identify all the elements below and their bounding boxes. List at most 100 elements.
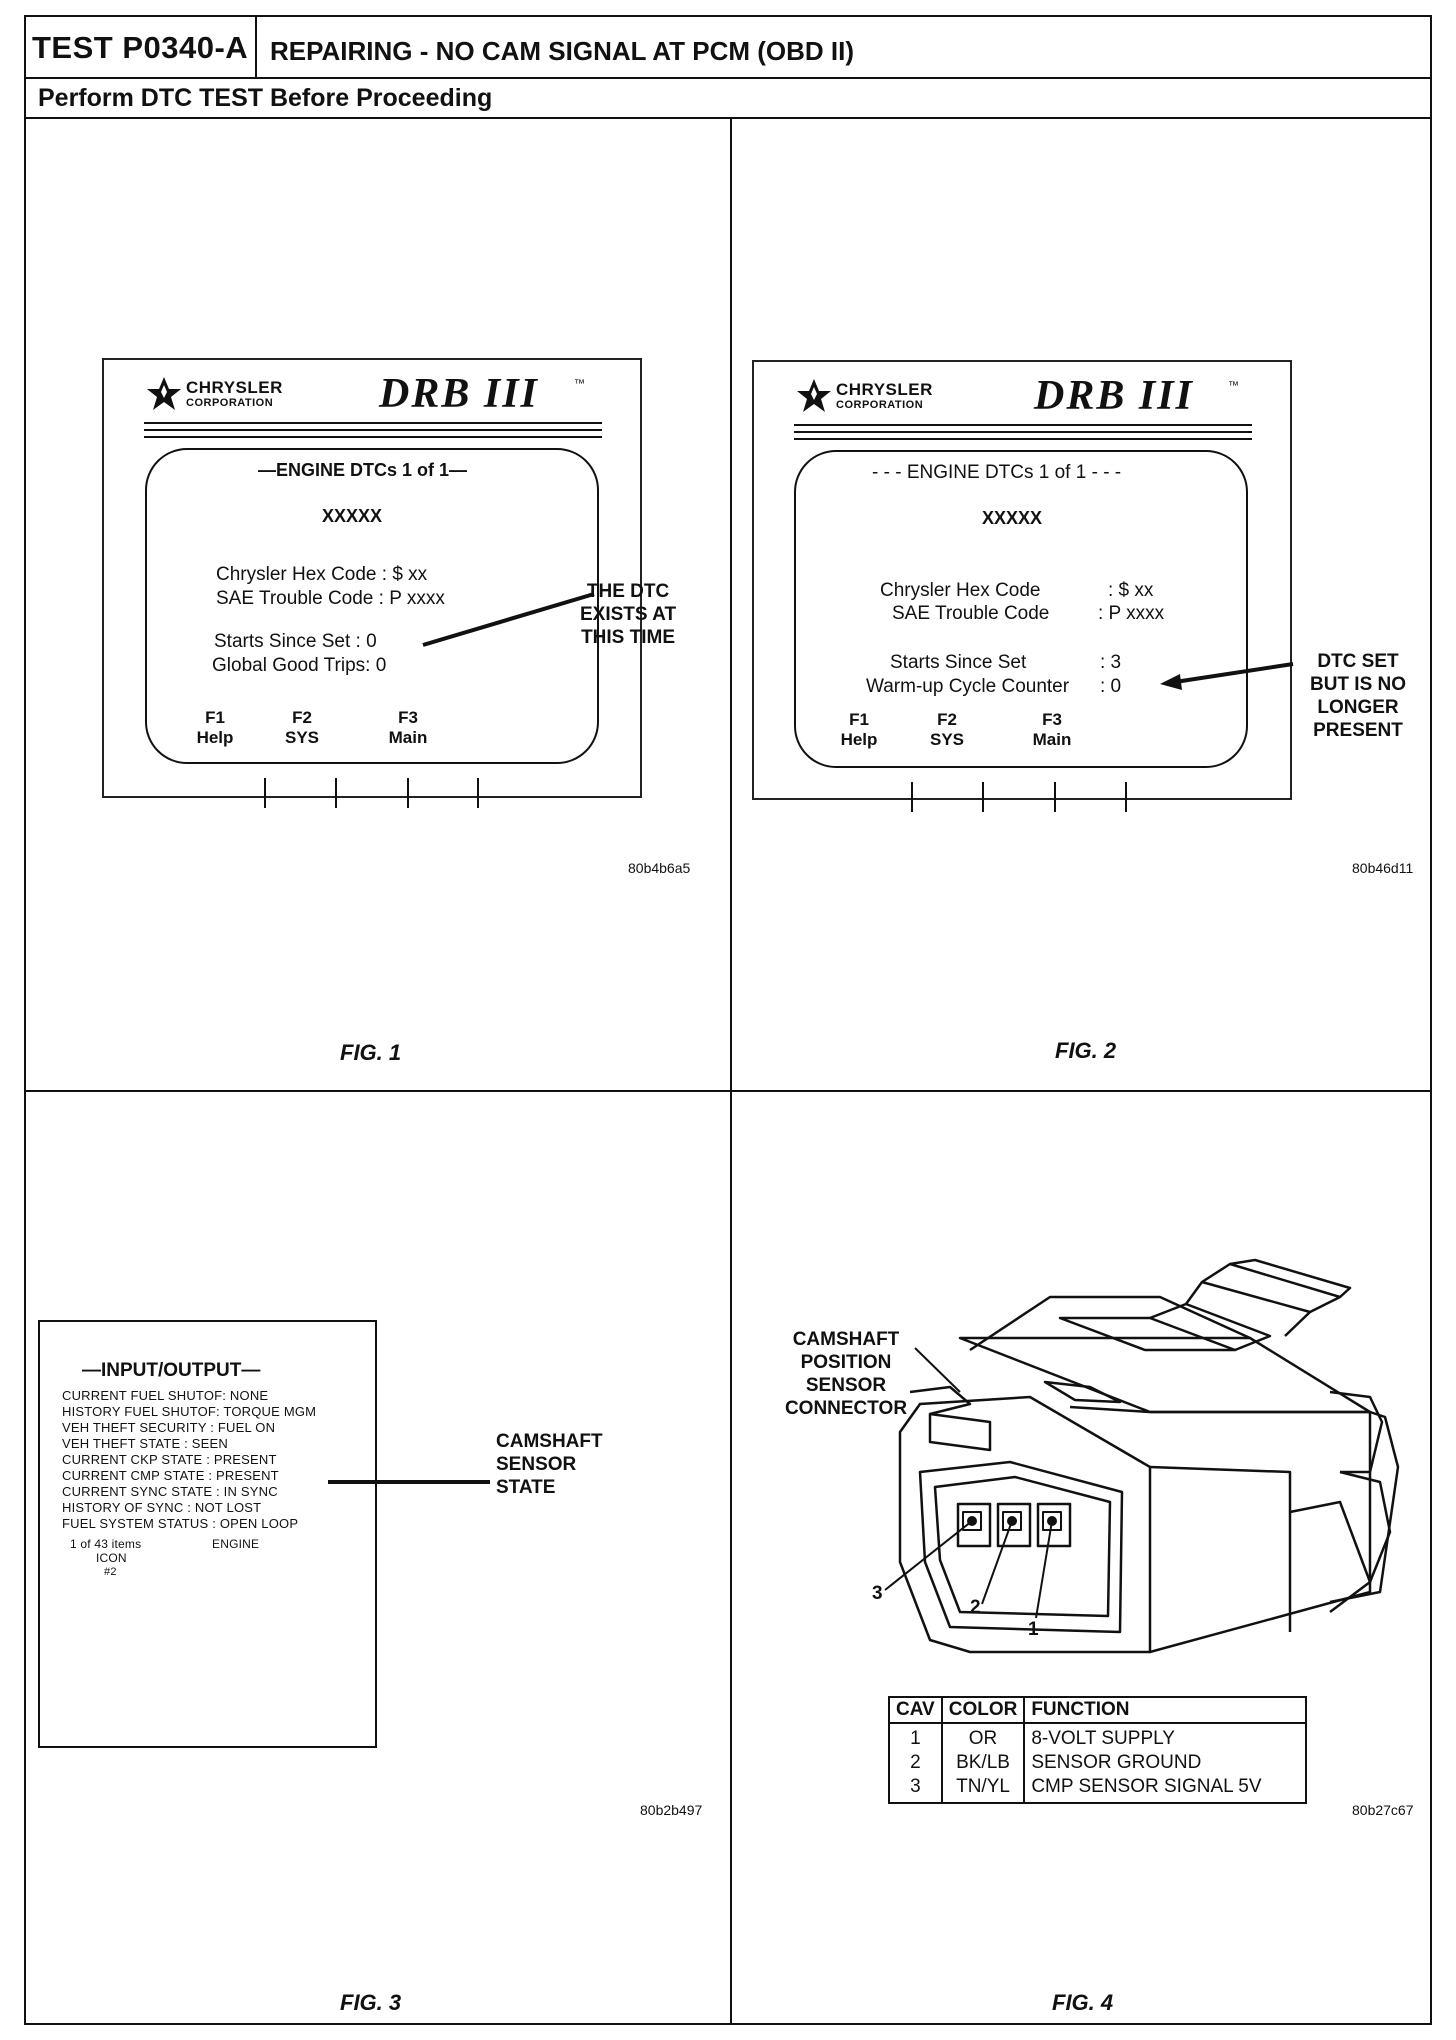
chrysler-pentastar-icon	[147, 377, 181, 410]
cell-cav: 1	[888, 1723, 943, 1751]
io-line: CURRENT CMP STATE : PRESENT	[62, 1468, 279, 1483]
cell-color: TN/YL	[940, 1775, 1026, 1804]
cell-cav: 3	[888, 1775, 943, 1804]
starts-since-line: Starts Since Set : 0	[214, 631, 377, 652]
brand-name: CHRYSLER	[836, 380, 933, 399]
dtc-code: XXXXX	[322, 506, 383, 526]
io-screen-box	[38, 1320, 377, 1748]
io-line: HISTORY FUEL SHUTOF: TORQUE MGM	[62, 1404, 317, 1419]
warmup-value: : 0	[1100, 676, 1122, 697]
camshaft-connector-drawing	[884, 1258, 1400, 1654]
page-title: REPAIRING - NO CAM SIGNAL AT PCM (OBD II…	[270, 36, 855, 66]
f3-label: Main	[388, 728, 428, 747]
callout-line: CAMSHAFT	[496, 1431, 603, 1452]
io-line: FUEL SYSTEM STATUS : OPEN LOOP	[62, 1516, 299, 1531]
brand-sub: CORPORATION	[836, 399, 924, 411]
io-line: CURRENT FUEL SHUTOF: NONE	[62, 1388, 269, 1403]
logo-rule	[794, 438, 1252, 440]
f1-key: F1	[849, 710, 869, 729]
col-color: COLOR	[940, 1696, 1026, 1724]
warmup-label: Warm-up Cycle Counter	[866, 676, 1070, 697]
trademark: ™	[574, 378, 585, 390]
table-header-row: CAV COLOR FUNCTION	[888, 1696, 1308, 1724]
subtitle-divider	[24, 117, 1432, 119]
fig4-callout: CAMSHAFT POSITION SENSOR CONNECTOR	[772, 1328, 920, 1420]
callout-line: SENSOR	[805, 1375, 887, 1396]
sae-code-label: SAE Trouble Code	[892, 603, 1050, 624]
row-divider	[24, 1090, 1432, 1092]
f3-key: F3	[398, 708, 418, 727]
f1-label: Help	[196, 728, 234, 747]
fig2-callout: DTC SET BUT IS NO LONGER PRESENT	[1298, 650, 1418, 742]
callout-line: BUT IS NO	[1309, 674, 1407, 695]
pin-label-1: 1	[1028, 1619, 1039, 1640]
fig1-leaders	[264, 592, 595, 808]
io-line: VEH THEFT SECURITY : FUEL ON	[62, 1420, 276, 1435]
io-screen-title: —INPUT/OUTPUT—	[82, 1360, 261, 1381]
header-divider	[24, 77, 1432, 79]
callout-line: SENSOR	[496, 1454, 577, 1475]
logo-rule	[144, 436, 602, 438]
f2-key: F2	[937, 710, 957, 729]
starts-since-value: : 3	[1100, 652, 1122, 673]
f1-key: F1	[205, 708, 225, 727]
figure-caption: FIG. 1	[340, 1040, 402, 1065]
screen-title: —ENGINE DTCs 1 of 1—	[258, 460, 468, 480]
io-line: CURRENT SYNC STATE : IN SYNC	[62, 1484, 278, 1499]
callout-line: EXISTS AT	[580, 604, 677, 625]
callout-line: DTC SET	[1317, 651, 1399, 672]
col-function: FUNCTION	[1023, 1696, 1308, 1724]
trademark: ™	[1228, 380, 1239, 392]
io-lines: CURRENT FUEL SHUTOF: NONE HISTORY FUEL S…	[62, 1388, 316, 1532]
cavity-table: CAV COLOR FUNCTION 1 OR 8-VOLT SUPPLY 2 …	[888, 1696, 1308, 1804]
io-line: VEH THEFT STATE : SEEN	[62, 1436, 228, 1451]
logo-rule	[144, 422, 602, 424]
callout-line: LONGER	[1317, 697, 1399, 718]
brand-name: CHRYSLER	[186, 378, 283, 397]
table-row: 1 OR 8-VOLT SUPPLY	[888, 1723, 1308, 1751]
figure-caption: FIG. 4	[1052, 1990, 1114, 2015]
tool-name: DRB III	[1034, 373, 1194, 419]
drb-screen-fig1	[145, 448, 599, 764]
items-count: 1 of 43 items	[70, 1537, 142, 1551]
cell-cav: 2	[888, 1751, 943, 1775]
fig2-leaders	[911, 662, 1294, 812]
callout-line: THE DTC	[586, 581, 670, 602]
pin-label-2: 2	[970, 1597, 981, 1618]
figure-caption: FIG. 3	[340, 1990, 402, 2015]
cell-color: BK/LB	[940, 1751, 1026, 1775]
fig3-callout: CAMSHAFT SENSOR STATE	[496, 1430, 603, 1499]
cell-function: CMP SENSOR SIGNAL 5V	[1023, 1775, 1308, 1804]
callout-line: PRESENT	[1313, 720, 1403, 741]
table-row: 3 TN/YL CMP SENSOR SIGNAL 5V	[888, 1775, 1308, 1804]
callout-line: CAMSHAFT	[792, 1329, 900, 1350]
logo-rule	[144, 429, 602, 431]
f3-label: Main	[1032, 730, 1072, 749]
figure-caption: FIG. 2	[1055, 1038, 1117, 1063]
starts-since-label: Starts Since Set	[890, 652, 1027, 673]
image-code: 80b27c67	[1352, 1802, 1414, 1818]
image-code: 80b4b6a5	[628, 860, 691, 876]
engine-label: ENGINE	[212, 1537, 260, 1551]
drb-tool-fig1: CHRYSLER CORPORATION DRB III ™	[102, 358, 642, 798]
test-id-box	[24, 15, 257, 78]
callout-line: CONNECTOR	[784, 1398, 908, 1419]
col-cav: CAV	[888, 1696, 943, 1724]
f3-key: F3	[1042, 710, 1062, 729]
dtc-code: XXXXX	[982, 508, 1043, 528]
icon-number: #2	[104, 1566, 117, 1578]
chrysler-pentastar-icon	[797, 379, 831, 412]
io-line: HISTORY OF SYNC : NOT LOST	[62, 1500, 262, 1515]
f2-label: SYS	[284, 728, 320, 747]
callout-line: THIS TIME	[581, 627, 676, 648]
icon-label: ICON	[96, 1551, 127, 1565]
image-code: 80b2b497	[640, 1802, 703, 1818]
page-subtitle: Perform DTC TEST Before Proceeding	[38, 84, 493, 112]
good-trips-line: Global Good Trips: 0	[212, 655, 387, 676]
